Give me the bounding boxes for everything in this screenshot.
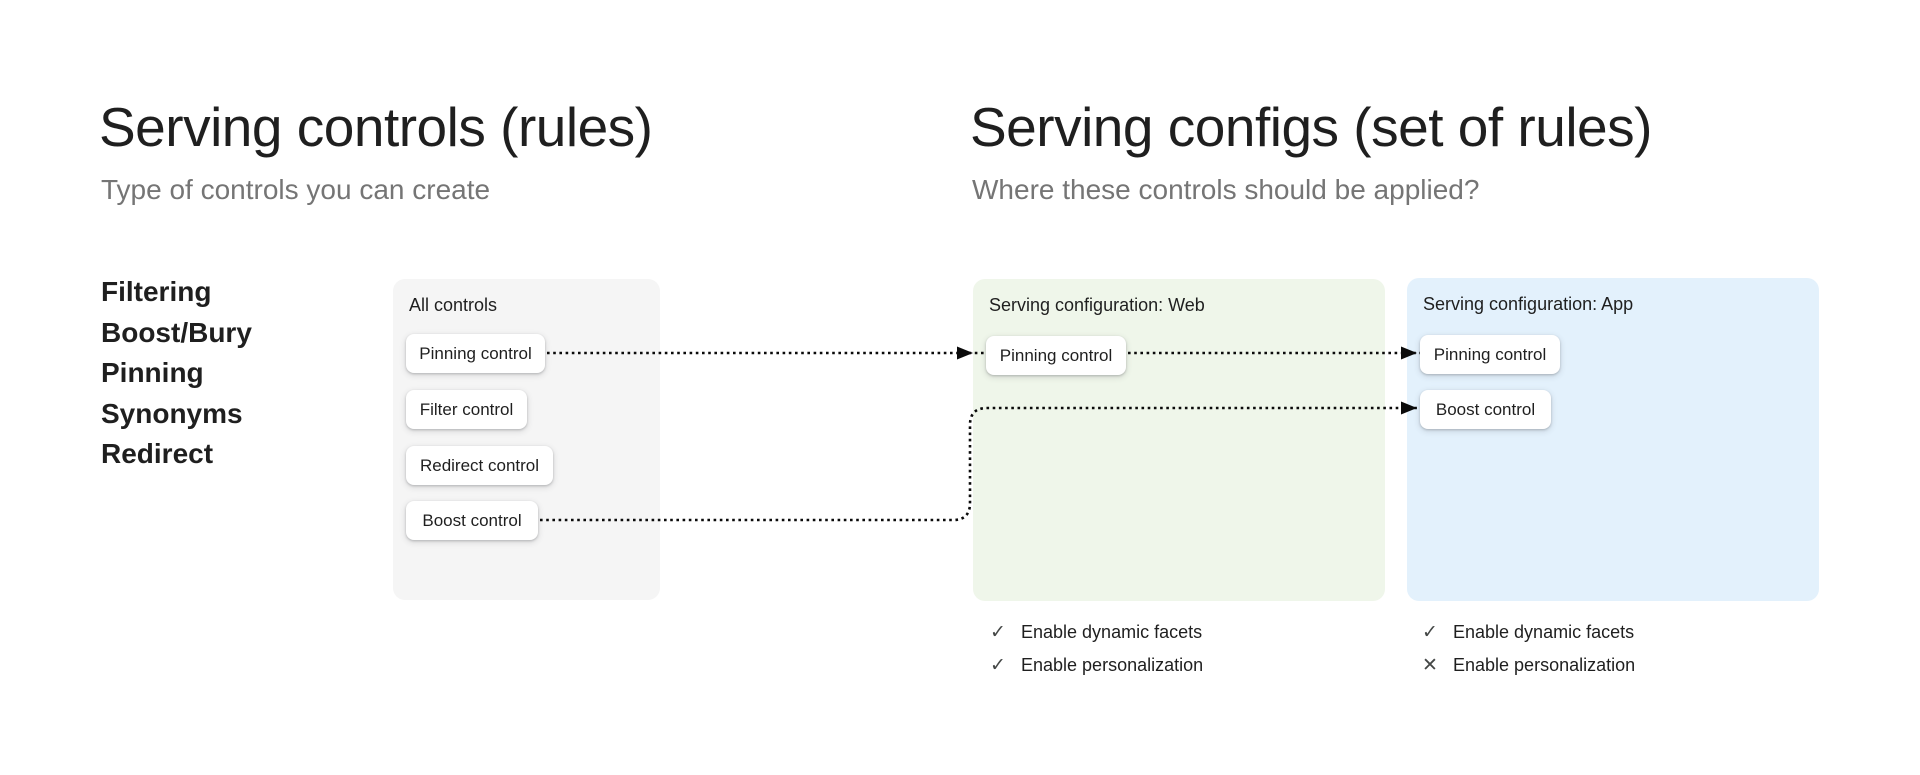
- feature-row: ✕ Enable personalization: [1422, 649, 1635, 682]
- left-column-subtitle: Type of controls you can create: [101, 174, 491, 205]
- feature-row: ✓ Enable personalization: [990, 649, 1203, 682]
- check-icon: ✓: [990, 621, 1006, 643]
- all-controls-card: All controls Pinning control Filter cont…: [393, 279, 660, 600]
- right-column-title: Serving configs (set of rules): [970, 96, 1652, 158]
- feature-row: ✓ Enable dynamic facets: [1422, 616, 1635, 649]
- check-icon: ✓: [1422, 621, 1438, 643]
- control-types-list: Filtering Boost/Bury Pinning Synonyms Re…: [101, 272, 252, 475]
- control-type-pinning: Pinning: [101, 357, 204, 388]
- web-pinning-control-button[interactable]: Pinning control: [986, 336, 1126, 375]
- serving-config-web-label: Serving configuration: Web: [989, 295, 1205, 315]
- serving-config-app-label: Serving configuration: App: [1423, 294, 1634, 314]
- feature-label: Enable dynamic facets: [1453, 622, 1635, 642]
- web-feature-list: ✓ Enable dynamic facets ✓ Enable persona…: [990, 616, 1203, 682]
- app-boost-control-button[interactable]: Boost control: [1420, 390, 1551, 429]
- feature-row: ✓ Enable dynamic facets: [990, 616, 1203, 649]
- feature-label: Enable personalization: [1453, 655, 1636, 675]
- serving-config-web-card: Serving configuration: Web Pinning contr…: [973, 279, 1385, 601]
- cross-icon: ✕: [1422, 654, 1438, 676]
- filter-control-button[interactable]: Filter control: [406, 390, 527, 429]
- feature-label: Enable dynamic facets: [1021, 622, 1203, 642]
- right-column-subtitle: Where these controls should be applied?: [972, 174, 1480, 205]
- arrow-head-icon: [957, 346, 973, 360]
- control-type-boost-bury: Boost/Bury: [101, 316, 252, 348]
- check-icon: ✓: [990, 654, 1006, 676]
- control-type-synonyms: Synonyms: [101, 397, 243, 429]
- all-controls-card-label: All controls: [409, 295, 498, 315]
- pinning-control-button[interactable]: Pinning control: [406, 334, 545, 373]
- control-type-redirect: Redirect: [101, 438, 214, 469]
- app-feature-list: ✓ Enable dynamic facets ✕ Enable persona…: [1422, 616, 1635, 682]
- redirect-control-button[interactable]: Redirect control: [406, 446, 553, 485]
- serving-config-app-card: Serving configuration: App Pinning contr…: [1407, 278, 1819, 601]
- feature-label: Enable personalization: [1021, 655, 1204, 675]
- control-type-filtering: Filtering: [101, 276, 212, 307]
- app-pinning-control-button[interactable]: Pinning control: [1420, 335, 1560, 374]
- left-column-title: Serving controls (rules): [99, 96, 653, 158]
- boost-control-button[interactable]: Boost control: [406, 501, 538, 540]
